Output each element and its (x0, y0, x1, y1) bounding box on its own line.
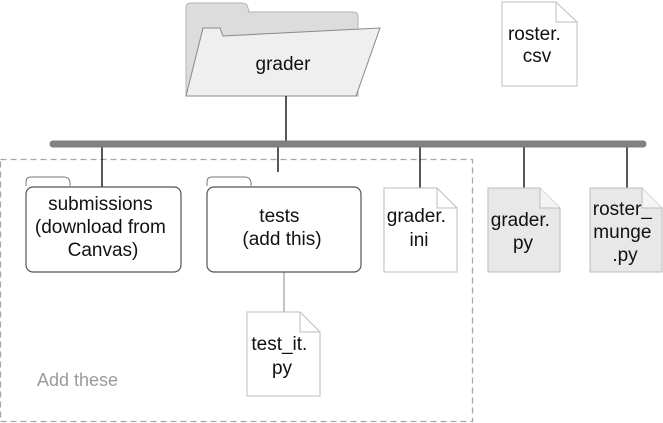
test-it-py-label: test_it. py (251, 334, 312, 379)
tests-folder-label: tests (add this) (242, 206, 321, 250)
add-these-group-box (0, 158, 474, 423)
grader-py-label: grader. py (491, 210, 555, 254)
grader-py-file-icon (487, 187, 561, 273)
roster-csv-label: roster. csv (508, 24, 566, 67)
roster-munge-py-label: roster_ munge .py (593, 199, 657, 266)
roster-munge-py-file-icon (589, 187, 663, 273)
submissions-folder-label: submissions (download from Canvas) (35, 194, 171, 261)
grader-ini-label: grader. ini (387, 206, 451, 251)
test-it-py-file-icon (246, 311, 321, 397)
grader-root-folder-icon (185, 2, 381, 97)
grader-ini-file-icon (383, 187, 458, 273)
tests-folder-icon (206, 176, 362, 273)
submissions-folder-icon (25, 176, 182, 273)
roster-csv-file-icon (501, 1, 578, 87)
add-these-caption: Add these (37, 370, 118, 390)
grader-root-label: grader (256, 54, 312, 75)
